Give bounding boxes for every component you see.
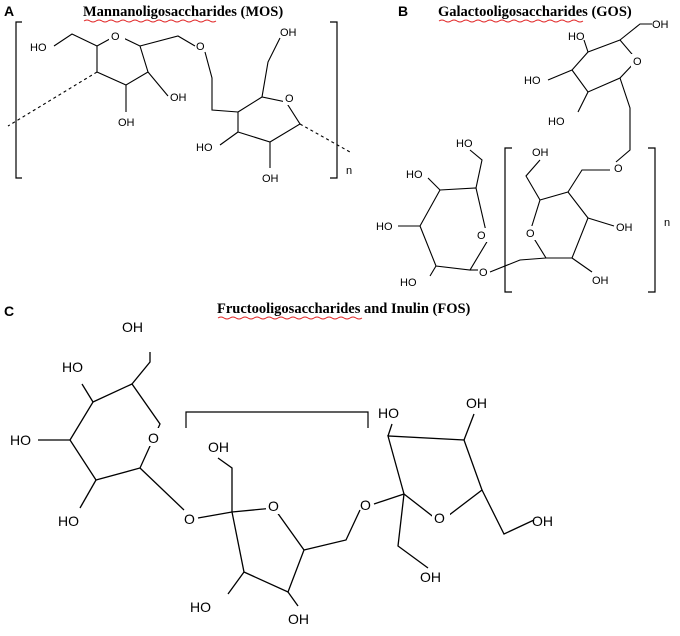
panel-b-left-ch2oh-label: HO: [456, 138, 473, 150]
panel-b-top-link: [615, 77, 631, 163]
panel-b-mid-oh2: [571, 257, 593, 273]
panel-b-mid-ch2oh-label: OH: [532, 147, 549, 159]
panel-c-fructose2-ch2oh6-label: OH: [532, 513, 553, 529]
panel-a-link-ch2: [139, 35, 196, 47]
panel-c-fructose2-oh4-label: OH: [466, 395, 487, 411]
panel-a-glycosidic-right: [299, 123, 351, 153]
panel-b-top-oh3-label: HO: [524, 75, 541, 87]
panel-c-glucose-ring-oxygen: O: [148, 430, 159, 446]
panel-a-ring1-oxygen: O: [111, 31, 120, 43]
panel-a-spellcheck-underline: [83, 19, 217, 23]
panel-c-glucose-oh2: [79, 479, 97, 509]
panel-b-top-ch2oh-label: OH: [652, 19, 669, 31]
panel-c-title: Fructooligosaccharides and Inulin (FOS): [217, 301, 471, 317]
panel-a-repeat-n: n: [346, 165, 352, 177]
panel-c-fructose1-ch2oh-label: OH: [208, 439, 229, 455]
panel-a-ring1-oh3: [147, 71, 169, 97]
panel-a-ring2-ch2oh: [261, 37, 281, 98]
panel-b-link-oxygen: O: [614, 163, 623, 175]
panel-a-ring1-c6-label: HO: [30, 42, 47, 54]
panel-b-top-ring-oxygen: O: [633, 56, 642, 68]
panel-b-top-oh2: [577, 91, 589, 113]
panel-b-title: Galactooligosaccharides (GOS): [438, 4, 632, 20]
panel-c-fructose1-ring: [231, 507, 305, 593]
panel-a-ring1-oh3-label: OH: [170, 92, 187, 104]
panel-c-fructose2-oh4: [463, 413, 475, 441]
panel-c-fructose2-oh3: [387, 423, 393, 437]
panel-b-mid-ch2oh: [525, 159, 541, 201]
panel-c-fructose1-oh4: [287, 591, 299, 607]
panel-c-repeat-bracket: [185, 411, 369, 428]
panel-b-top-oh3: [547, 69, 573, 81]
panel-c-glucose-oh4-label: HO: [62, 359, 83, 375]
panel-b-left-ring-oxygen: O: [477, 230, 486, 242]
panel-a-link-oxygen: O: [196, 41, 205, 53]
panel-c: C Fructooligosaccharides and Inulin (FOS…: [4, 301, 553, 627]
panel-a-ring2-oxygen: O: [285, 93, 294, 105]
panel-a-ring1-oh2-label: OH: [118, 117, 135, 129]
panel-b-top-ch2oh: [619, 23, 652, 41]
panel-c-glucose-link: [139, 467, 185, 511]
panel-c-fructose2-oxygen: O: [434, 510, 445, 526]
panel-b-bracket-left: [504, 147, 512, 293]
panel-c-link2: [373, 493, 405, 505]
panel-c-fructose2-ch2oh1: [397, 493, 429, 569]
panel-c-link1-oxygen: O: [184, 511, 195, 527]
panel-c-glucose-ch2oh-label: OH: [122, 319, 143, 335]
panel-b-left-oh4: [427, 177, 441, 191]
panel-c-glucose-oh4: [81, 383, 94, 403]
panel-a-ring2-oh3-label: HO: [196, 142, 213, 154]
panel-b-left-oh2-label: HO: [400, 277, 417, 289]
panel-c-fructose1-oh3-label: HO: [190, 599, 211, 615]
panel-b-mid-oh3: [587, 217, 615, 227]
panel-b-top-ring: [571, 39, 638, 93]
panel-b-left-ch2oh: [469, 149, 483, 189]
panel-a-ring2-c6-label: OH: [280, 27, 297, 39]
panel-c-fructose1-link: [303, 509, 361, 551]
panel-b-left-oh3-label: HO: [376, 221, 393, 233]
panel-c-spellcheck-underline: [217, 316, 363, 320]
panel-c-link1: [197, 511, 233, 519]
panel-b-mid-oh2-label: OH: [592, 275, 609, 287]
panel-c-fructose2-oh3-label: HO: [378, 405, 399, 421]
panel-a-ring2-oh2-label: OH: [262, 173, 279, 185]
panel-b-mid-oh3-label: OH: [616, 222, 633, 234]
panel-c-fructose2-ch2oh6: [481, 489, 535, 535]
panel-b-mid-ring: [529, 191, 589, 259]
panel-c-letter: C: [4, 303, 14, 319]
panel-c-fructose2-ch2oh1-label: OH: [420, 569, 441, 585]
panel-b-link-ch2: [567, 169, 610, 193]
panel-b-mid-ring-oxygen: O: [526, 228, 535, 240]
panel-b: B Galactooligosaccharides (GOS) O OH HO …: [376, 3, 670, 293]
panel-b-repeat-n: n: [664, 217, 670, 229]
panel-a-bracket-right: [330, 21, 338, 179]
panel-a-ring1-ch2oh: [53, 33, 98, 47]
panel-a-link-chain: [204, 51, 239, 113]
panel-b-bracket-right: [648, 147, 656, 293]
panel-b-spellcheck-underline: [438, 19, 584, 23]
panel-b-top-oh4: [583, 39, 589, 53]
panel-a-letter: A: [4, 3, 14, 19]
panel-b-letter: B: [398, 3, 408, 19]
panel-a-glycosidic-left: [7, 71, 98, 127]
panel-a-bracket-left: [15, 21, 22, 179]
panel-b-mid-link: [489, 257, 547, 273]
panel-c-fructose1-oh3: [227, 571, 245, 595]
panel-c-fructose1-oxygen: O: [268, 498, 279, 514]
panel-b-top-oh2-label: HO: [548, 116, 565, 128]
panel-a-ring2-oh3: [219, 131, 239, 146]
panel-a: A Mannanoligosaccharides (MOS) n O HO OH…: [4, 3, 352, 185]
panel-c-glucose-oh2-label: HO: [58, 513, 79, 529]
panel-b-left-oh4-label: HO: [406, 169, 423, 181]
panel-b-bottom-oxygen: O: [479, 267, 488, 279]
panel-c-fructose1-oh4-label: OH: [288, 611, 309, 627]
panel-c-fructose1-ch2oh: [217, 457, 233, 512]
panel-c-link2-oxygen: O: [360, 497, 371, 513]
panel-a-title: Mannanoligosaccharides (MOS): [83, 4, 283, 20]
panel-b-top-oh4-label: HO: [568, 31, 585, 43]
panel-c-glucose-ch2oh: [131, 352, 151, 385]
panel-b-left-oh2: [429, 265, 437, 277]
panel-c-glucose-oh3-label: HO: [10, 432, 31, 448]
